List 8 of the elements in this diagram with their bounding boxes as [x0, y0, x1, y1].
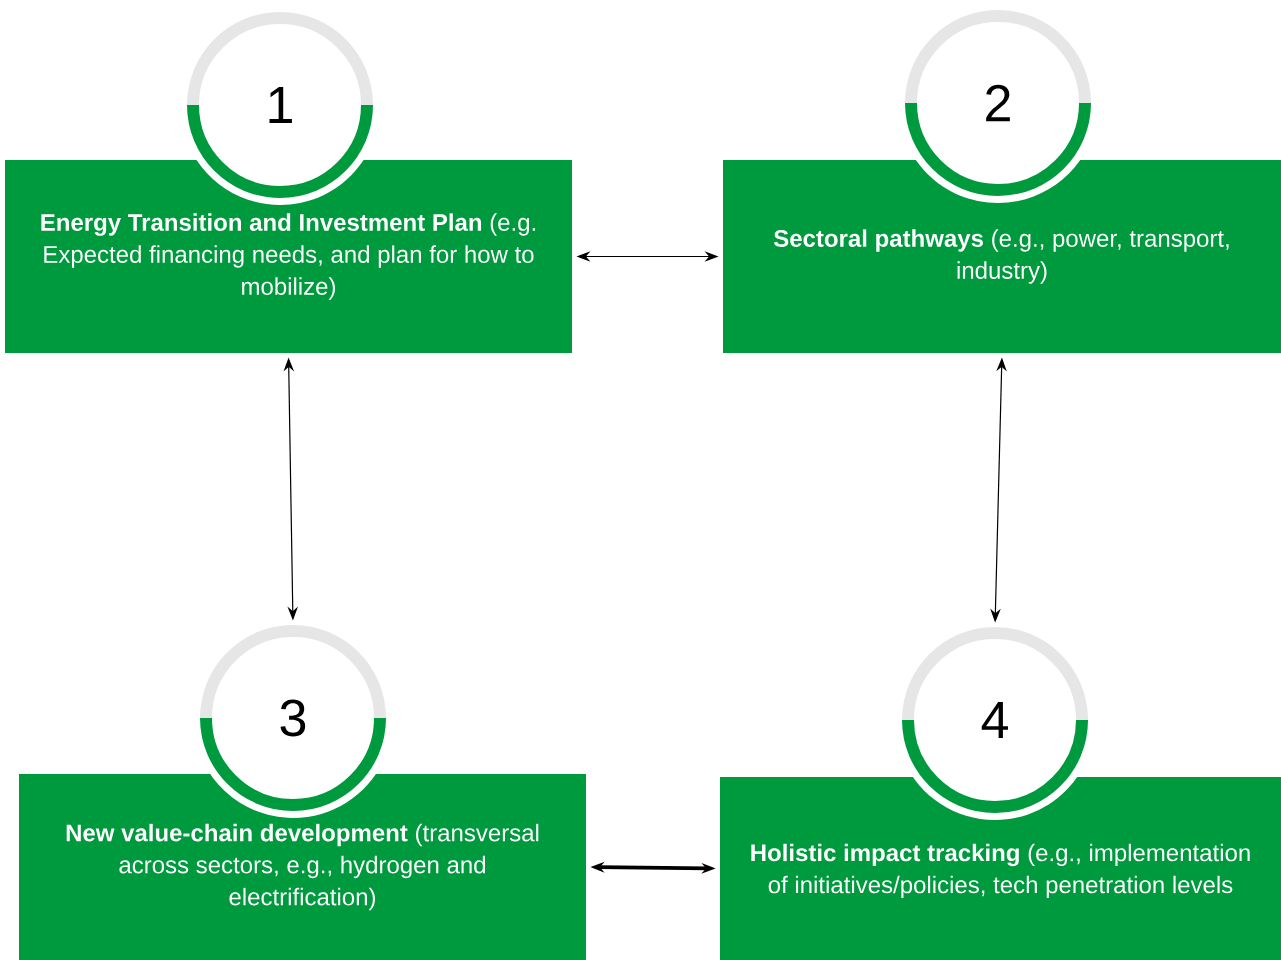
- node-label: 1: [269, 87, 292, 123]
- node-label: 3: [280, 699, 306, 737]
- text-box: Energy Transition and Investment Plan (e.g. Expected financing needs, and plan for how to mobilize): [5, 160, 572, 353]
- text-box: Holistic impact tracking (e.g., implementation of initiatives/policies, tech penetration levels: [720, 777, 1281, 960]
- node-label: 2: [986, 84, 1010, 122]
- text-box: Sectoral pathways (e.g., power, transport, industry): [723, 160, 1281, 353]
- node-label: 4: [981, 702, 1008, 738]
- text-box: New value-chain development (transversal across sectors, e.g., hydrogen and electrification): [19, 774, 586, 960]
